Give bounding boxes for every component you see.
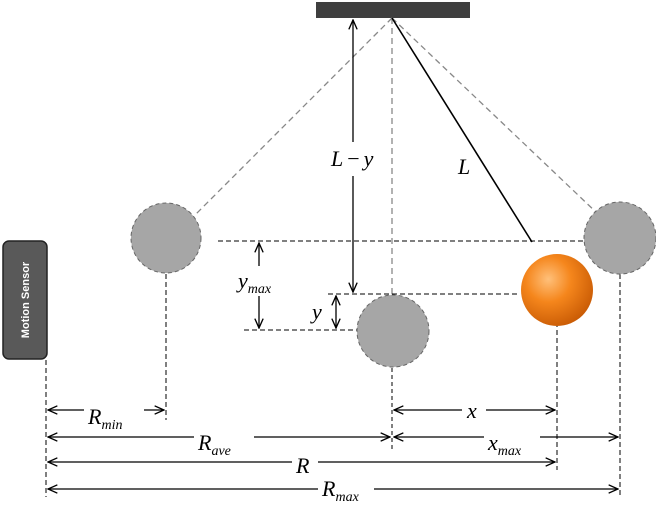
string-right-dashed [391,17,599,215]
rmax-label: Rmax [321,476,360,505]
l-minus-y-label: L−y [330,146,374,171]
motion-sensor-label: Motion Sensor [20,261,32,338]
pendulum-bob [521,254,593,326]
x-label: x [466,398,477,423]
ymax-label: ymax [236,268,272,297]
ghost-bob-left [130,202,202,274]
ghost-bob-right [583,201,656,275]
ceiling-support [316,2,470,18]
y-label: y [310,299,322,324]
pendulum-string [391,17,533,243]
r-label: R [295,453,310,478]
l-label: L [457,154,470,179]
string-left-dashed [195,17,393,215]
rave-label: Rave [197,430,231,459]
xmax-label: xmax [487,430,522,459]
ghost-bob-bottom [356,294,430,368]
motion-sensor: Motion Sensor [2,240,48,360]
rmin-label: Rmin [87,404,122,433]
